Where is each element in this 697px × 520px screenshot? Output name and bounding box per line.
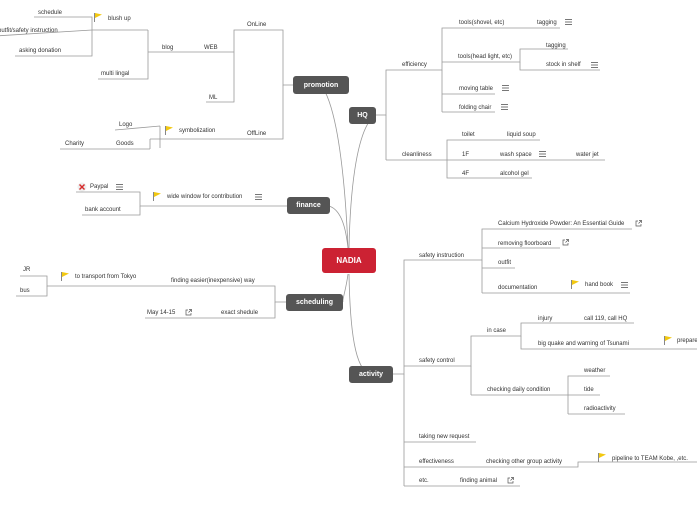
label-liquid-soup[interactable]: liquid soup — [507, 132, 536, 138]
label-tagging-2[interactable]: tagging — [546, 43, 566, 49]
label-radioactivity[interactable]: radioactivity — [584, 406, 616, 412]
label-logo[interactable]: Logo — [119, 122, 133, 128]
label-charity[interactable]: Charity — [65, 141, 85, 147]
label-big-quake[interactable]: big quake and warning of Tsunami — [538, 341, 629, 347]
label-alcohol-gel[interactable]: alcohol gel — [500, 171, 529, 177]
label-safety-instruction[interactable]: safety instruction — [419, 253, 465, 259]
label-call-119[interactable]: call 119, call HQ — [584, 316, 628, 322]
label-blog[interactable]: blog — [162, 45, 174, 51]
label-tagging-1[interactable]: tagging — [537, 20, 557, 26]
label-bank-account[interactable]: bank account — [85, 207, 121, 213]
label-etc[interactable]: etc. — [419, 478, 429, 484]
label-offline[interactable]: OffLine — [247, 131, 267, 137]
note-icon[interactable] — [539, 151, 546, 157]
node-finance[interactable]: finance — [287, 197, 330, 214]
flag-icon — [61, 272, 69, 281]
label-symbolization[interactable]: symbolization — [179, 128, 216, 134]
label-water-jet[interactable]: water jet — [576, 152, 599, 158]
external-link-icon[interactable] — [507, 477, 514, 484]
node-promotion[interactable]: promotion — [293, 76, 349, 94]
flag-icon — [94, 13, 102, 22]
label-taking-new-request[interactable]: taking new request — [419, 434, 470, 440]
label-efficiency[interactable]: efficiency — [402, 62, 427, 68]
label-finding-easier[interactable]: finding easier(inexpensive) way — [171, 278, 255, 284]
note-icon[interactable] — [116, 184, 123, 190]
node-activity[interactable]: activity — [349, 366, 393, 383]
label-folding-chair[interactable]: folding chair — [459, 105, 492, 111]
note-icon[interactable] — [502, 85, 509, 91]
label-bus[interactable]: bus — [20, 288, 30, 294]
note-icon[interactable] — [591, 62, 598, 68]
label-asking-donation[interactable]: asking donation — [19, 48, 62, 54]
label-removing-floorboard[interactable]: removing floorboard — [498, 241, 552, 247]
label-ml[interactable]: ML — [209, 95, 218, 101]
label-schedule[interactable]: schedule — [38, 10, 63, 16]
flag-icon — [153, 192, 161, 201]
external-link-icon[interactable] — [635, 220, 642, 227]
label-tools-shovel[interactable]: tools(shovel, etc) — [459, 20, 505, 26]
label-goods[interactable]: Goods — [116, 141, 134, 147]
note-icon[interactable] — [501, 104, 508, 110]
label-to-transport[interactable]: to transport from Tokyo — [75, 274, 137, 280]
label-checking-other[interactable]: checking other group activity — [486, 459, 563, 465]
label-hand-book[interactable]: hand book — [585, 282, 614, 288]
label-tide[interactable]: tide — [584, 387, 594, 393]
external-link-icon[interactable] — [562, 239, 569, 246]
label-weather[interactable]: weather — [584, 368, 606, 374]
label-calcium[interactable]: Calcium Hydroxide Powder: An Essential G… — [498, 221, 625, 227]
note-icon[interactable] — [255, 194, 262, 200]
label-moving-table[interactable]: moving table — [459, 86, 494, 92]
label-4f[interactable]: 4F — [462, 171, 470, 177]
label-web[interactable]: WEB — [204, 45, 218, 51]
label-pipeline[interactable]: pipeline to TEAM Kobe, ,etc. — [612, 456, 688, 462]
label-multi-lingal[interactable]: multi lingal — [101, 71, 130, 77]
cancel-icon — [77, 182, 87, 192]
label-toilet[interactable]: toilet — [462, 132, 475, 138]
root-node[interactable]: NADIA — [322, 248, 376, 273]
label-jr[interactable]: JR — [23, 267, 31, 273]
flag-icon — [571, 280, 579, 289]
node-hq[interactable]: HQ — [349, 107, 376, 124]
label-wash-space[interactable]: wash space — [500, 152, 532, 158]
label-injury[interactable]: injury — [538, 316, 553, 322]
label-outfit[interactable]: outfit — [498, 260, 512, 266]
label-exact-shedule[interactable]: exact shedule — [221, 310, 259, 316]
label-1f[interactable]: 1F — [462, 152, 470, 158]
label-stock-shelf[interactable]: stock in shelf — [546, 62, 581, 68]
label-may[interactable]: May 14-15 — [147, 310, 176, 316]
label-online[interactable]: OnLine — [247, 22, 267, 28]
label-finding-animal[interactable]: finding animal — [460, 478, 498, 484]
label-paypal[interactable]: Paypal — [90, 184, 109, 190]
label-checking-daily[interactable]: checking daily condition — [487, 387, 551, 393]
label-outfit-safety[interactable]: outfit/safety instruction — [0, 28, 58, 34]
label-prepare[interactable]: prepare — [677, 338, 697, 344]
node-scheduling[interactable]: scheduling — [286, 294, 343, 311]
label-safety-control[interactable]: safety control — [419, 358, 455, 364]
label-documentation[interactable]: documentation — [498, 285, 538, 291]
label-wide-window[interactable]: wide window for contribution — [167, 194, 243, 200]
external-link-icon[interactable] — [185, 309, 192, 316]
label-tools-head[interactable]: tools(head light, etc) — [458, 54, 513, 60]
label-blush-up[interactable]: blush up — [108, 16, 131, 22]
flag-icon — [598, 453, 606, 462]
note-icon[interactable] — [565, 19, 572, 25]
label-cleanliness[interactable]: cleanliness — [402, 152, 432, 158]
note-icon[interactable] — [621, 282, 628, 288]
label-in-case[interactable]: in case — [487, 328, 507, 334]
label-effectiveness[interactable]: effectiveness — [419, 459, 454, 465]
flag-icon — [165, 126, 173, 135]
flag-icon — [664, 336, 672, 345]
